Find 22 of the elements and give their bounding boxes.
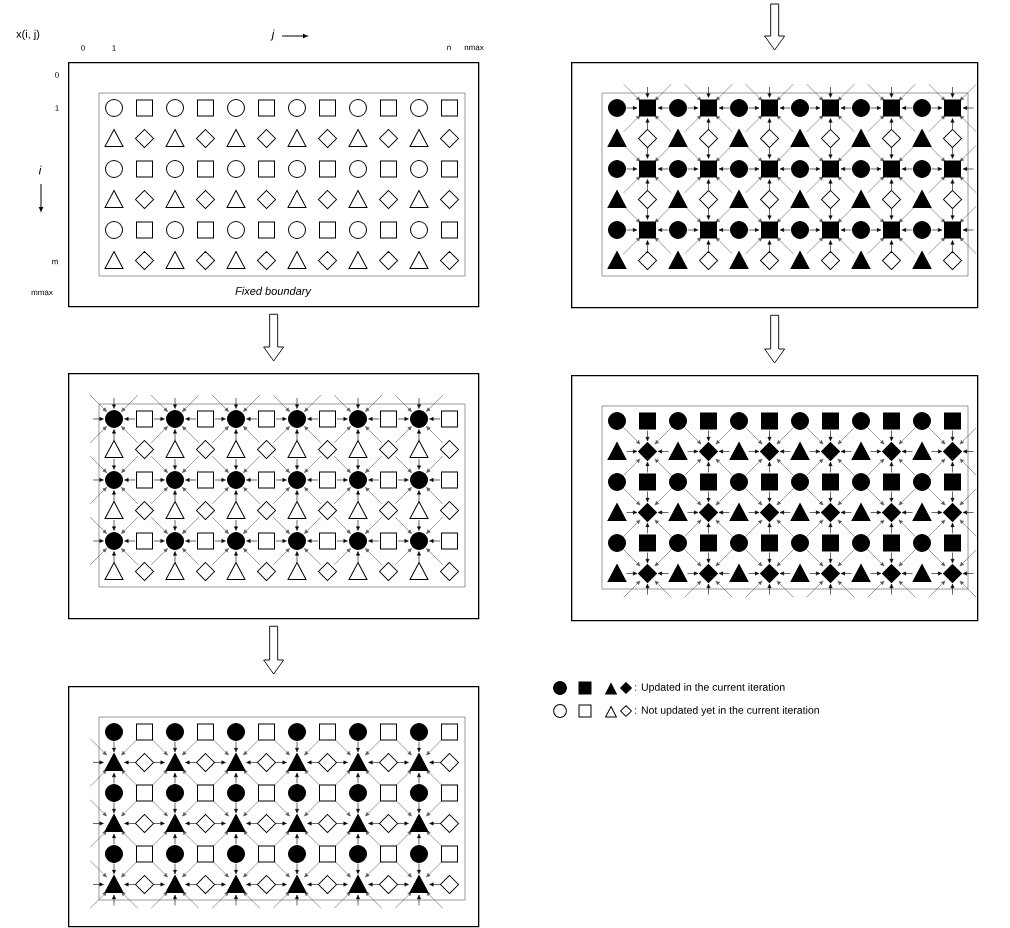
axis-label: 1: [55, 105, 59, 111]
axis-label: nmax: [464, 45, 484, 51]
grid-panel: [571, 375, 979, 622]
grid-panel: [68, 373, 480, 620]
legend-text: : Not updated yet in the current iteration: [635, 706, 819, 716]
axis-label: j: [270, 29, 275, 41]
axis-label: 1: [112, 45, 116, 51]
block-arrow: [764, 3, 786, 51]
axis-label: 0: [55, 72, 59, 78]
block-arrow: [263, 313, 285, 362]
legend-text: : Updated in the current iteration: [635, 683, 785, 693]
grid-panel: [68, 686, 480, 928]
axis-label: x(i, j): [16, 29, 40, 41]
axis-label: n: [447, 45, 451, 51]
block-arrow: [764, 314, 786, 364]
grid-panel: [571, 62, 979, 309]
axis-label: i: [38, 165, 42, 175]
axis-label: mmax: [31, 290, 53, 296]
block-arrow: [263, 625, 285, 675]
grid-panel: Fixed boundary: [68, 62, 480, 308]
axis-label: 0: [81, 45, 85, 51]
axis-label: m: [52, 259, 58, 265]
